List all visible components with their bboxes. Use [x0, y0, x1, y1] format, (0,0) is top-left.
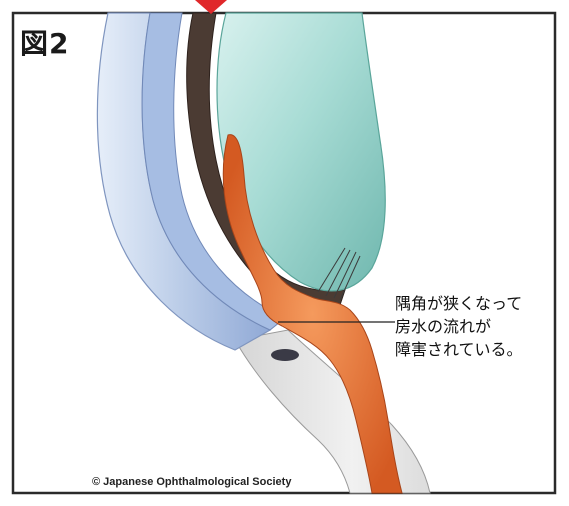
angle-annotation: 隅角が狭くなって 房水の流れが 障害されている。 — [395, 292, 523, 361]
annotation-line-2: 房水の流れが — [395, 315, 523, 338]
figure-label: 図2 — [20, 22, 69, 62]
annotation-line-3: 障害されている。 — [395, 338, 523, 361]
schlemm-canal — [271, 349, 299, 361]
copyright-notice: © Japanese Ophthalmological Society — [92, 476, 291, 488]
annotation-line-1: 隅角が狭くなって — [395, 292, 523, 315]
